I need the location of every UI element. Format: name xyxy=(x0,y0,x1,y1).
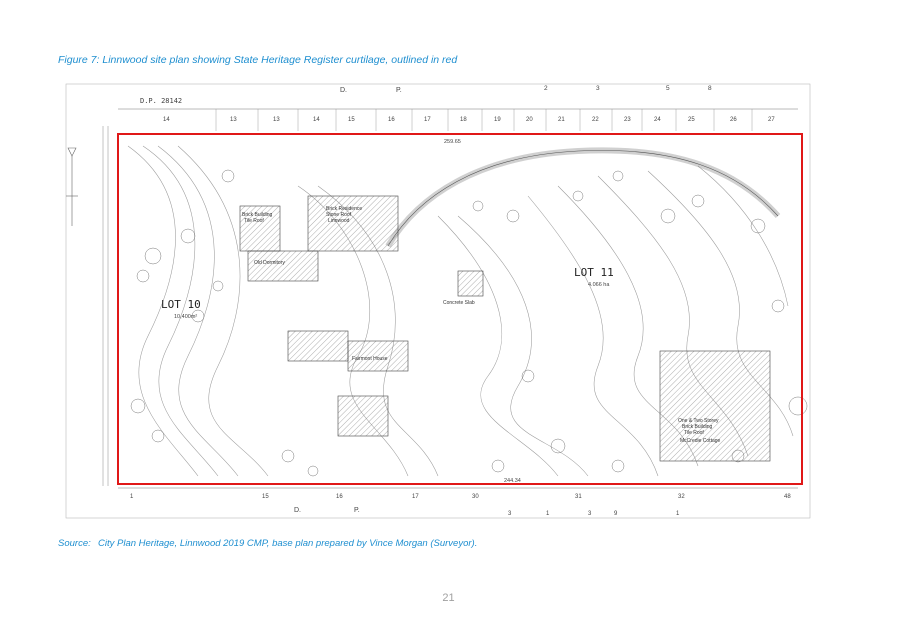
old-dormitory xyxy=(247,250,319,282)
brick-building-lower xyxy=(337,395,389,437)
bottom-lot-number: 30 xyxy=(472,494,479,500)
top-dp-p: P. xyxy=(396,87,402,94)
fairmont-house xyxy=(347,340,409,372)
bottom-misc-number: 3 xyxy=(508,511,512,517)
brick-building-south xyxy=(287,330,349,362)
site-plan-drawing: D.P. 28142 D. P. 2 3 5 8 14 13 13 14 15 … xyxy=(65,83,811,519)
curtilage-outline xyxy=(117,133,803,485)
bottom-dp-p: P. xyxy=(354,507,360,514)
top-lot-number: 26 xyxy=(730,117,737,123)
top-right-number: 5 xyxy=(666,85,670,92)
bottom-lot-number: 17 xyxy=(412,494,419,500)
top-lot-number: 16 xyxy=(388,117,395,123)
top-dp-d: D. xyxy=(340,87,347,94)
bottom-lot-number: 16 xyxy=(336,494,343,500)
top-right-number: 3 xyxy=(596,85,600,92)
top-lot-number: 14 xyxy=(313,117,320,123)
site-plan: D.P. 28142 D. P. 2 3 5 8 14 13 13 14 15 … xyxy=(58,76,818,526)
bottom-lot-numbers: 1 15 16 17 30 31 32 48 xyxy=(130,494,791,500)
source-text: City Plan Heritage, Linnwood 2019 CMP, b… xyxy=(98,538,478,549)
brick-building-2-label: Brick Building xyxy=(682,424,713,430)
top-lot-number: 13 xyxy=(273,117,280,123)
concrete-slab-label: Concrete Slab xyxy=(443,300,475,306)
top-lot-number: 14 xyxy=(163,117,170,123)
mccredie-cottage xyxy=(659,350,771,462)
bottom-lot-number: 48 xyxy=(784,494,791,500)
lot-11-label: LOT 11 xyxy=(574,266,614,279)
bottom-misc-number: 3 xyxy=(588,511,592,517)
bottom-lot-number: 1 xyxy=(130,494,134,500)
bottom-dp-d: D. xyxy=(294,507,301,514)
top-lot-number: 19 xyxy=(494,117,501,123)
linnwood-label: Linnwood xyxy=(328,218,350,224)
north-point-icon xyxy=(66,147,78,226)
top-right-number: 2 xyxy=(544,85,548,92)
page-number: 21 xyxy=(442,592,455,604)
tile-roof-2-label: Tile Roof xyxy=(684,430,704,436)
driveway xyxy=(385,147,781,248)
sheet-frame xyxy=(65,83,811,519)
lot-10-area: 10,400m² xyxy=(174,314,197,320)
boundary-dimension-top: 259.65 xyxy=(444,139,461,145)
mccredie-cottage-label: McCredie Cottage xyxy=(680,438,721,444)
top-lot-number: 20 xyxy=(526,117,533,123)
bottom-misc-number: 9 xyxy=(614,511,618,517)
top-lot-number: 25 xyxy=(688,117,695,123)
boundary-dimension-bottom: 244.34 xyxy=(504,478,521,484)
one-two-storey-label: One & Two Storey xyxy=(678,418,719,424)
brick-building-west xyxy=(239,205,281,252)
source-label: Source: xyxy=(58,538,91,549)
brick-building-label: Brick Building xyxy=(242,212,273,218)
lot-10-label: LOT 10 xyxy=(161,298,201,311)
top-lot-number: 13 xyxy=(230,117,237,123)
buildings xyxy=(239,195,771,462)
linnwood-residence xyxy=(307,195,399,252)
top-lot-number: 17 xyxy=(424,117,431,123)
top-lot-numbers: 14 13 13 14 15 16 17 18 19 20 21 22 23 2… xyxy=(163,117,775,123)
bottom-lot-number: 15 xyxy=(262,494,269,500)
bottom-lot-number: 32 xyxy=(678,494,685,500)
top-lot-number: 22 xyxy=(592,117,599,123)
trees xyxy=(130,169,808,477)
contour-lines xyxy=(127,145,794,477)
top-right-number: 8 xyxy=(708,85,712,92)
figure-caption: Figure 7: Linnwood site plan showing Sta… xyxy=(58,54,458,66)
top-lot-number: 24 xyxy=(654,117,661,123)
top-lot-number: 21 xyxy=(558,117,565,123)
top-lot-number: 27 xyxy=(768,117,775,123)
top-lot-number: 18 xyxy=(460,117,467,123)
top-right-lot-numbers: 2 3 5 8 xyxy=(544,85,712,92)
building-labels: Brick Residence Stone Roof Linnwood Bric… xyxy=(242,206,721,444)
top-lot-number: 23 xyxy=(624,117,631,123)
bottom-misc-numbers: 3 1 3 9 1 xyxy=(508,511,680,517)
figure-source: Source: City Plan Heritage, Linnwood 2019… xyxy=(58,538,477,549)
top-lot-number: 15 xyxy=(348,117,355,123)
stone-roof-label: Stone Roof xyxy=(326,212,352,218)
bottom-misc-number: 1 xyxy=(546,511,550,517)
top-dp-ref: D.P. 28142 xyxy=(140,97,182,105)
lot-11-area: 4.066 ha xyxy=(588,282,610,288)
top-lot-dividers xyxy=(215,109,753,131)
brick-residence-label: Brick Residence xyxy=(326,206,362,212)
bottom-lot-number: 31 xyxy=(575,494,582,500)
bottom-misc-number: 1 xyxy=(676,511,680,517)
old-dormitory-label: Old Dormitory xyxy=(254,260,285,266)
concrete-slab xyxy=(457,270,484,297)
fairmont-house-label: Fairmont House xyxy=(352,356,388,362)
driveway-edge xyxy=(387,150,779,247)
tile-roof-label: Tile Roof xyxy=(244,218,264,224)
